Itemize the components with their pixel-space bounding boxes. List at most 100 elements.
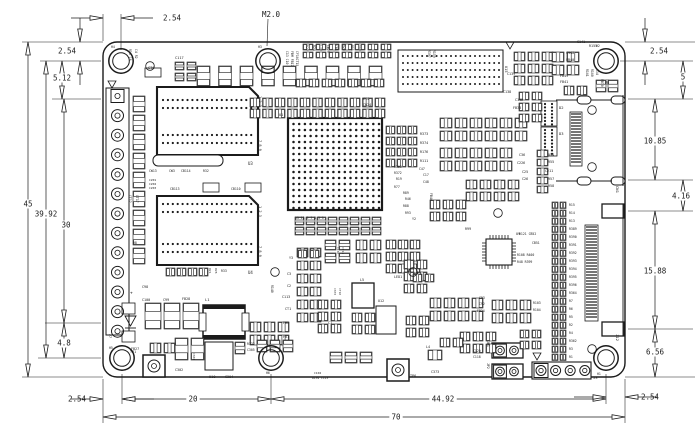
chip-component <box>559 241 567 249</box>
label-c4-r2: C4 R2 <box>134 49 138 59</box>
chip-pad <box>560 258 563 265</box>
pad-dot <box>303 206 307 210</box>
pad-dot <box>220 202 223 206</box>
chip-component <box>341 51 353 59</box>
chip-pad <box>404 284 408 293</box>
label-cf16ct15: CF16CT15 <box>295 51 299 66</box>
part-bar <box>203 305 245 309</box>
pad-dot <box>377 188 381 192</box>
pad-dot <box>498 55 500 57</box>
chip-pad <box>560 266 563 273</box>
label-r393: R393 <box>569 259 577 263</box>
chip-pad <box>543 177 548 184</box>
pad-dot <box>349 188 352 192</box>
pad-dot <box>215 242 218 246</box>
dimension-4.8 <box>61 322 67 337</box>
chip-pad <box>458 298 463 308</box>
chip-pad <box>408 137 412 145</box>
dimension-10.85-label-bg <box>641 136 669 146</box>
chip-pad <box>204 268 208 276</box>
pad-dot <box>320 140 324 144</box>
chip-pad <box>532 103 536 111</box>
chip-pad <box>347 66 361 73</box>
chip-component <box>465 191 478 202</box>
pad-dot <box>343 170 347 174</box>
chip-component <box>312 97 323 108</box>
label-c302: C302 <box>175 368 183 372</box>
pad-dot <box>459 55 462 57</box>
pad-dot <box>360 170 364 174</box>
chip-pad <box>240 79 253 86</box>
chip-pad <box>297 274 302 283</box>
chip-component <box>531 340 542 350</box>
label-h2: H2 <box>596 44 600 48</box>
part-outline <box>121 302 136 315</box>
chip-pad <box>133 125 145 131</box>
label-fb24: FB24 <box>477 309 485 313</box>
chip-pad <box>492 332 496 341</box>
chip-pad <box>331 109 335 118</box>
chip-pad <box>456 200 460 209</box>
chip-component <box>299 97 311 108</box>
mounting-hole-H6-inner <box>262 349 280 367</box>
chip-component <box>163 342 176 354</box>
chip-component <box>551 249 559 257</box>
chip-component <box>471 310 484 322</box>
pad-dot <box>161 133 165 137</box>
chip-pad <box>560 322 563 329</box>
chip-component <box>295 78 307 88</box>
pad-dot <box>474 83 476 85</box>
label-led1: LED1 <box>394 275 402 279</box>
pad-dot <box>309 140 312 144</box>
chip-pad <box>413 148 417 156</box>
pad-dot <box>550 132 554 135</box>
chip-component <box>559 201 567 209</box>
pad-dot <box>366 182 369 186</box>
chip-component <box>287 97 298 108</box>
label-r108-r400: R108 R400 <box>517 253 534 257</box>
chip-pad <box>596 87 606 92</box>
chip-pad <box>410 284 414 293</box>
chip-component <box>457 310 470 322</box>
chip-pad <box>317 217 326 221</box>
chip-pad <box>447 148 452 158</box>
chip-component <box>360 226 371 236</box>
testpoint-ring <box>147 359 161 373</box>
pad-dot <box>206 133 209 137</box>
label-r1: R1 <box>569 355 573 359</box>
chip-component <box>559 257 567 265</box>
label-c3: C3 <box>287 272 291 276</box>
chip-component <box>274 97 286 108</box>
chip-pad <box>324 312 328 321</box>
pad-dot <box>332 152 335 156</box>
pad-dot <box>337 158 341 162</box>
chip-pad <box>145 320 161 329</box>
chip-component <box>519 299 532 311</box>
pad-dot <box>332 164 335 168</box>
pad-dot <box>372 206 375 210</box>
part-outline <box>244 182 262 193</box>
chip-pad <box>462 200 466 209</box>
chip-pad <box>337 109 342 118</box>
chip-component <box>234 341 246 355</box>
pad-dot <box>332 176 335 180</box>
pad-dot <box>225 210 228 214</box>
mounting-hole-H2 <box>593 48 619 74</box>
chip-component <box>296 286 309 297</box>
chip-pad <box>402 126 406 134</box>
pad-dot <box>360 182 364 186</box>
chip-pad <box>563 274 566 281</box>
header-pin-hole <box>114 112 121 119</box>
chip-component <box>491 299 504 311</box>
pad-dot <box>201 250 204 254</box>
chip-pad <box>283 347 293 352</box>
pad-dot <box>372 182 375 186</box>
chip-pad <box>425 316 429 325</box>
chip-pad <box>339 240 350 244</box>
label-c120: C120 <box>473 349 481 353</box>
chip-component <box>296 273 309 284</box>
label-r89: R89 <box>403 191 409 195</box>
pad-dot <box>292 152 295 156</box>
label-c113: C113 <box>282 295 290 299</box>
chip-component <box>518 91 530 101</box>
